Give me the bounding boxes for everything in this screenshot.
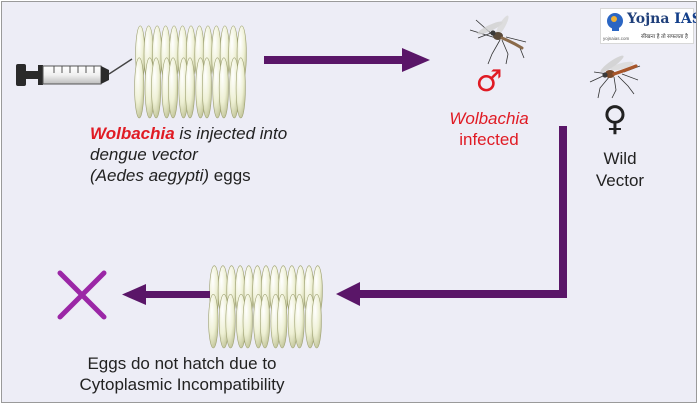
infected-male-label: Wolbachia infected [449, 109, 529, 149]
egg-cluster-icon [134, 25, 247, 119]
arrow-down-left [336, 126, 567, 306]
mosquito-female-icon [589, 55, 641, 99]
diagram-graphics [16, 15, 641, 349]
brand-logo: Yojna IAS सीखना है तो सफलता है yojnaias.… [600, 8, 696, 44]
caption-line-1: Wolbachia is injected into [90, 124, 288, 143]
caption-line-3: (Aedes aegypti) eggs [90, 166, 251, 185]
logo-tagline: सीखना है तो सफलता है [641, 34, 688, 40]
arrow-right [264, 48, 430, 72]
female-symbol: ♀ [602, 99, 628, 139]
cross-icon [57, 270, 107, 320]
caption-line-2: dengue vector [90, 145, 198, 164]
wild-vector-label: Wild Vector [595, 149, 645, 190]
egg-cluster-icon [208, 265, 323, 349]
result-caption: Eggs do not hatch due to Cytoplasmic Inc… [79, 354, 285, 394]
mosquito-male-icon [469, 15, 527, 65]
arrow-left [122, 284, 210, 305]
syringe-icon [16, 58, 133, 86]
head-icon [607, 13, 623, 31]
logo-name: Yojna IAS [627, 11, 696, 27]
logo-url: yojnaias.com [603, 36, 630, 41]
injection-caption: Wolbachia is injected into dengue vector… [90, 123, 350, 186]
male-symbol: ♂ [475, 64, 503, 99]
